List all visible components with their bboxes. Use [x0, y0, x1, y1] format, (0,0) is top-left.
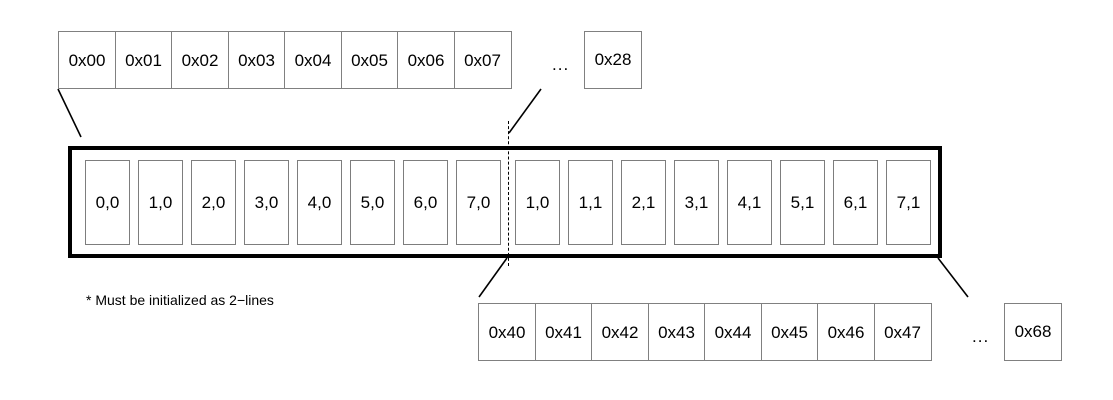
word-cell: 7,0	[456, 160, 501, 245]
leader-top-right	[508, 88, 542, 134]
address-cell: 0x06	[397, 31, 455, 89]
address-cell: 0x05	[340, 31, 399, 89]
word-cell: 6,1	[833, 160, 878, 245]
initialization-note: * Must be initialized as 2−lines	[86, 292, 274, 308]
address-cell: 0x41	[534, 303, 593, 361]
word-cell: 2,1	[621, 160, 666, 245]
address-cell: 0x03	[227, 31, 286, 89]
leader-bottom-right	[937, 257, 969, 298]
address-cell: 0x45	[760, 303, 819, 361]
word-cell: 2,0	[191, 160, 236, 245]
word-cell: 1,0	[138, 160, 183, 245]
word-cell: 4,1	[727, 160, 772, 245]
top-row-ellipsis: ...	[552, 55, 570, 74]
address-cell: 0x01	[114, 31, 173, 89]
word-cell: 1,1	[568, 160, 613, 245]
address-cell: 0x42	[591, 303, 649, 361]
word-cell: 1,0	[515, 160, 560, 245]
address-cell: 0x00	[58, 31, 116, 89]
bottom-row-ellipsis: ...	[972, 327, 990, 346]
address-cell: 0x02	[171, 31, 229, 89]
address-cell: 0x07	[453, 31, 512, 89]
word-cell: 7,1	[886, 160, 931, 245]
address-cell: 0x04	[284, 31, 342, 89]
address-cell: 0x47	[873, 303, 932, 361]
line-split-divider	[508, 121, 509, 266]
word-cell: 4,0	[297, 160, 342, 245]
word-cell: 6,0	[403, 160, 448, 245]
word-cell: 3,0	[244, 160, 289, 245]
address-cell: 0x46	[817, 303, 875, 361]
leader-bottom-left	[478, 257, 508, 298]
top-row-tail-address: 0x28	[584, 31, 642, 89]
bottom-address-row: 0x40 0x41 0x42 0x43 0x44 0x45 0x46 0x47	[478, 303, 932, 361]
address-cell: 0x43	[647, 303, 706, 361]
word-cell: 3,1	[674, 160, 719, 245]
word-cell: 5,1	[780, 160, 825, 245]
word-cell: 5,0	[350, 160, 395, 245]
word-cell: 0,0	[85, 160, 130, 245]
address-cell: 0x44	[704, 303, 762, 361]
top-address-row: 0x00 0x01 0x02 0x03 0x04 0x05 0x06 0x07	[58, 31, 512, 89]
address-cell: 0x40	[478, 303, 536, 361]
leader-top-left	[57, 88, 82, 138]
bottom-row-tail-address: 0x68	[1004, 303, 1062, 361]
